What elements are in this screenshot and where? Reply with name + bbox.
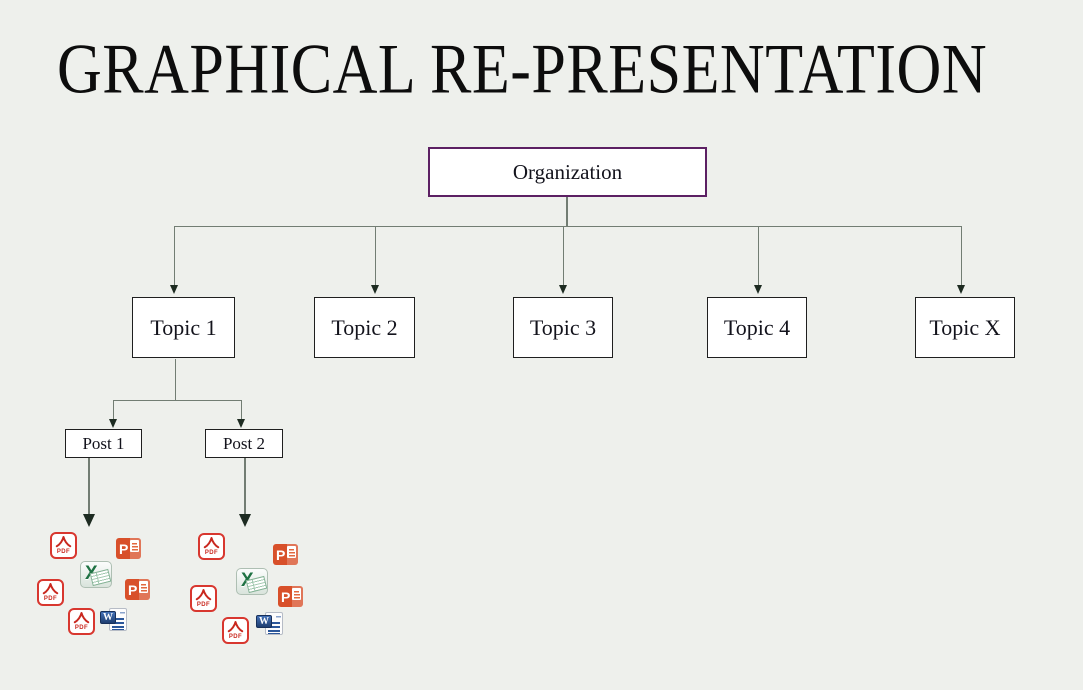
spreadsheet-thumbnail-icon (245, 575, 268, 594)
arrowhead-topicx (957, 285, 965, 294)
pdf-file-icon-cluster2: PDF (198, 533, 225, 560)
powerpoint-letter: P (128, 581, 138, 598)
connector-post2-drop (240, 400, 242, 420)
connector-org-stem (566, 197, 568, 226)
arrowhead-topic3 (559, 285, 567, 294)
connector-topic4-drop (757, 226, 759, 285)
topic-node-1: Topic 1 (132, 297, 235, 358)
pdf-label: PDF (74, 625, 89, 631)
word-file-icon-cluster2: W (256, 611, 284, 637)
powerpoint-file-icon-cluster2: P (273, 544, 298, 565)
pdf-label: PDF (228, 634, 243, 640)
connector-topic1-drop (173, 226, 175, 285)
arrowhead-topic2 (371, 285, 379, 294)
pdf-logo-glyph (203, 537, 220, 549)
arrowhead-post1-files (83, 514, 95, 527)
topic-node-3: Topic 3 (513, 297, 613, 358)
slide-thumbnail-icon (130, 540, 139, 552)
pdf-logo-glyph (227, 621, 244, 633)
pdf-file-icon-cluster2: PDF (222, 617, 249, 644)
post-node-label: Post 1 (82, 433, 125, 453)
pdf-logo-glyph (195, 589, 212, 601)
powerpoint-letter: P (281, 588, 291, 605)
topic-node-x: Topic X (915, 297, 1015, 358)
topic-node-label: Topic 1 (150, 314, 217, 340)
pdf-logo-glyph (73, 612, 90, 624)
connector-post2-files (244, 458, 246, 514)
arrowhead-topic4 (754, 285, 762, 294)
powerpoint-file-icon-cluster1: P (116, 538, 141, 559)
connector-topic3-drop (562, 226, 564, 285)
powerpoint-letter: P (119, 540, 129, 557)
connector-post1-files (88, 458, 90, 514)
excel-file-icon-cluster2: X (236, 568, 268, 595)
pdf-file-icon-cluster2: PDF (190, 585, 217, 612)
topic-node-label: Topic 3 (529, 314, 597, 340)
arrowhead-topic1 (170, 285, 178, 294)
word-letter: W (259, 615, 269, 627)
arrowhead-post2 (237, 419, 245, 428)
word-file-icon-cluster1: W (100, 607, 128, 633)
word-letter: W (103, 611, 113, 623)
topic-node-label: Topic X (929, 314, 1001, 340)
topic-node-2: Topic 2 (314, 297, 415, 358)
connector-topic2-drop (374, 226, 376, 285)
pdf-logo-glyph (55, 536, 72, 548)
pdf-label: PDF (43, 596, 58, 602)
connector-post1-drop (112, 400, 114, 420)
pdf-file-icon-cluster1: PDF (37, 579, 64, 606)
pdf-label: PDF (196, 602, 211, 608)
pdf-file-icon-cluster1: PDF (50, 532, 77, 559)
org-node: Organization (428, 147, 707, 197)
slide-thumbnail-icon (292, 588, 301, 600)
org-node-label: Organization (512, 159, 623, 184)
arrowhead-post2-files (239, 514, 251, 527)
powerpoint-file-icon-cluster1: P (125, 579, 150, 600)
excel-file-icon-cluster1: X (80, 561, 112, 588)
spreadsheet-thumbnail-icon (89, 568, 112, 587)
slide-thumbnail-icon (139, 581, 148, 593)
connector-topic1-stem (174, 359, 176, 400)
topic-node-label: Topic 4 (723, 314, 791, 340)
pdf-file-icon-cluster1: PDF (68, 608, 95, 635)
pdf-label: PDF (204, 550, 219, 556)
post-node-1: Post 1 (65, 429, 142, 458)
pdf-label: PDF (56, 549, 71, 555)
connector-topics-bus (174, 225, 961, 227)
topic-node-label: Topic 2 (331, 314, 398, 340)
word-badge-icon: W (256, 615, 272, 628)
slide-thumbnail-icon (287, 546, 296, 558)
topic-node-4: Topic 4 (707, 297, 807, 358)
connector-topicx-drop (960, 226, 962, 285)
powerpoint-letter: P (276, 546, 286, 563)
connector-posts-bus (113, 399, 241, 401)
powerpoint-file-icon-cluster2: P (278, 586, 303, 607)
post-node-label: Post 2 (222, 433, 266, 453)
post-node-2: Post 2 (205, 429, 283, 458)
page-title: GRAPHICAL RE-PRESENTATION (57, 31, 988, 109)
arrowhead-post1 (109, 419, 117, 428)
word-badge-icon: W (100, 611, 116, 624)
pdf-logo-glyph (42, 583, 59, 595)
